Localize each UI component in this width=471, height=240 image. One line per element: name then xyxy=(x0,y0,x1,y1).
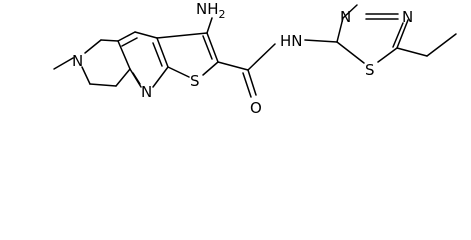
carbonyl-oxygen-label: O xyxy=(250,99,262,117)
amide-nitrogen-label: HN xyxy=(280,32,303,50)
methyl-nitrogen-label: N xyxy=(72,52,83,70)
pyridine-nitrogen-label: N xyxy=(141,83,152,101)
thiophene-sulfur-label: S xyxy=(190,72,200,90)
atom-labels: NH2 N N S O HN N N S xyxy=(72,0,413,117)
bond-lines xyxy=(53,4,457,98)
amine-label: NH2 xyxy=(196,0,226,21)
thiadiazole-nitrogen-1-label: N xyxy=(340,8,351,26)
thiadiazole-nitrogen-2-label: N xyxy=(402,8,413,26)
thiadiazole-sulfur-label: S xyxy=(365,61,375,79)
molecule-structure: NH2 N N S O HN N N S xyxy=(53,0,457,117)
